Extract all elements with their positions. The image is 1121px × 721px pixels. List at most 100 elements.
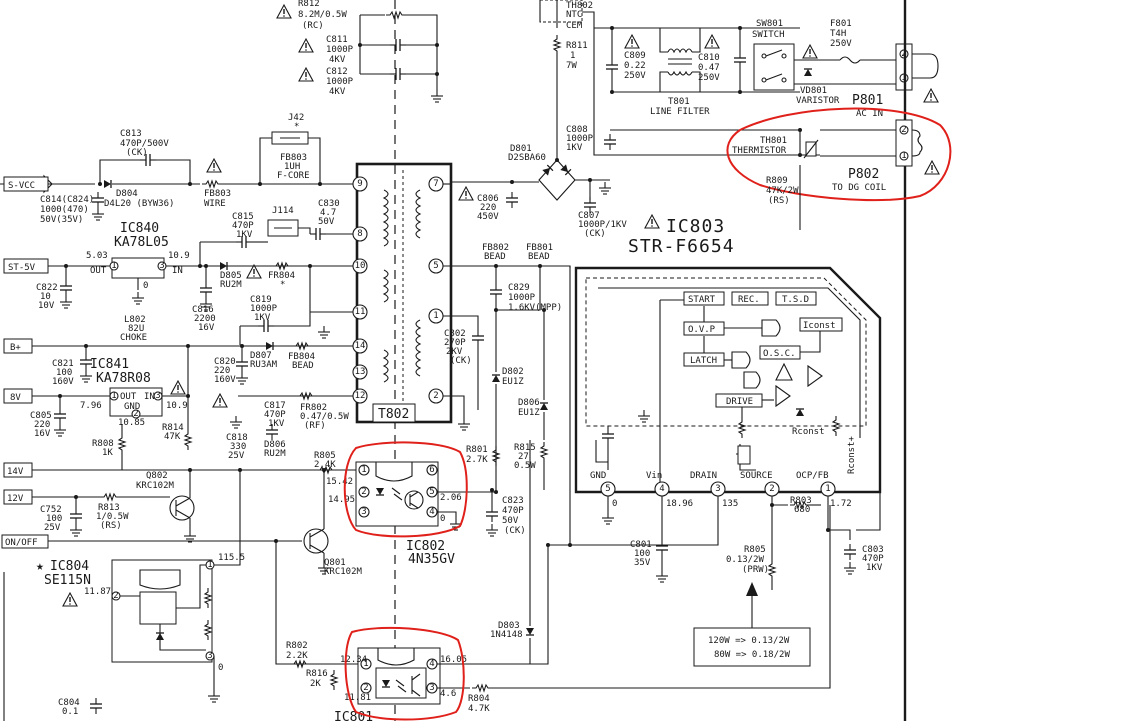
line-filter-coil-icon — [667, 48, 693, 76]
ic803-pin5-num: 5 — [605, 484, 610, 494]
c818-val2: 25V — [228, 451, 245, 461]
c823-val1: 470P — [502, 506, 524, 516]
ic803-pin4-voltage: 18.96 — [666, 499, 693, 509]
c818-val1: 330 — [230, 442, 246, 452]
ic802-pin1: 1 — [361, 465, 366, 475]
d804-ref: D804 — [116, 189, 138, 199]
c817-val2: 1KV — [268, 419, 285, 429]
c822-ref: C822 — [36, 283, 58, 293]
ic803-pin1-name: OCP/FB — [796, 471, 829, 481]
c804-ref: C804 — [58, 698, 80, 708]
c809-val1: 0.22 — [624, 61, 646, 71]
c823-ref: C823 — [502, 496, 524, 506]
ic801-pin2-voltage: 11.81 — [344, 693, 371, 703]
d803-ref: D803 — [498, 621, 520, 631]
ic802-pin6: 6 — [429, 465, 434, 475]
c823-val2: 50V — [502, 516, 519, 526]
ic801-pin1: 1 — [363, 659, 368, 669]
r808-ref: R808 — [92, 439, 114, 449]
r814-val: 47K — [164, 432, 181, 442]
t802-pin-left-3: 10 — [355, 261, 366, 271]
t802-pin-left-7: 12 — [355, 391, 366, 401]
c819-val1: 1000P — [250, 304, 278, 314]
c819-ref: C819 — [250, 295, 272, 305]
svg-text:1: 1 — [111, 391, 116, 401]
c829-val1: 1000P — [508, 293, 536, 303]
r816-val: 2K — [310, 679, 321, 689]
c810-val2: 250V — [698, 73, 720, 83]
ic803-pin3-num: 3 — [715, 484, 720, 494]
r811-val2: 7W — [566, 61, 577, 71]
c803-val1: 470P — [862, 554, 884, 564]
r809-ref: R809 — [766, 176, 788, 186]
r801-val: 2.7K — [466, 455, 488, 465]
fr802-val: 0.47/0.5W — [300, 412, 349, 422]
d807-ref: D807 — [250, 351, 272, 361]
t802-pin-right-3: 1 — [433, 311, 438, 321]
c802-val2: 2KV — [446, 347, 463, 357]
ic803-block-drive: DRIVE — [726, 397, 753, 407]
r811-ref: R811 — [566, 41, 588, 51]
l802-name: CHOKE — [120, 333, 147, 343]
c813-note: (CK) — [126, 148, 148, 158]
ic803-block-rconst-plus: Rconst+ — [847, 435, 857, 474]
r809-val: 47K/2W — [766, 186, 799, 196]
r802-val: 2.2K — [286, 651, 308, 661]
d802-ref: D802 — [502, 367, 524, 377]
f801-ref: F801 — [830, 19, 852, 29]
ic802-pin2: 2 — [361, 487, 366, 497]
c815-ref: C815 — [232, 212, 254, 222]
p802-pin2: 2 — [901, 125, 906, 135]
d806-ref: D806 — [264, 440, 286, 450]
c816-ref: C816 — [192, 305, 214, 315]
svcc-label: S-VCC — [8, 181, 35, 191]
ic802-ref: IC802 — [406, 539, 445, 554]
r802-ref: R802 — [286, 641, 308, 651]
r805l-ref: R805 — [314, 451, 336, 461]
j42-star: * — [294, 122, 299, 132]
c802-ref: C802 — [444, 329, 466, 339]
q801-part: KRC102M — [324, 567, 363, 577]
d806b-ref: D806 — [518, 398, 540, 408]
c815-val1: 470P — [232, 221, 254, 231]
r803-val: 680 — [794, 505, 810, 515]
sw801-name: SWITCH — [752, 30, 785, 40]
t802-pin-right-1: 7 — [433, 179, 438, 189]
c807-val: 1000P/1KV — [578, 220, 627, 230]
r813-note: (RS) — [100, 521, 122, 531]
c817-val1: 470P — [264, 410, 286, 420]
d801-part: D2SBA60 — [508, 153, 546, 163]
svg-text:3: 3 — [207, 651, 212, 661]
d802-part: EU1Z — [502, 377, 524, 387]
r811-val1: 1 — [570, 51, 575, 61]
c829-ref: C829 — [508, 283, 530, 293]
ic801-pin4: 4 — [429, 659, 434, 669]
ic803-pin1-voltage: 1.72 — [830, 499, 852, 509]
c752-val1: 100 — [46, 514, 62, 524]
fr804-ref: FR804 — [268, 271, 295, 281]
c802-note: (CK) — [450, 356, 472, 366]
d804-part: D4L20 (BYW36) — [104, 199, 174, 209]
fb802-val: BEAD — [484, 252, 506, 262]
r812-value: 8.2M/0.5W — [298, 10, 347, 20]
r813-ref: R813 — [98, 503, 120, 513]
c813-ref: C813 — [120, 129, 142, 139]
fb804-ref: FB804 — [288, 352, 315, 362]
c801-val1: 100 — [634, 549, 650, 559]
c807-note: (CK) — [584, 229, 606, 239]
c820-val1: 220 — [214, 366, 230, 376]
c820-val2: 160V — [214, 375, 236, 385]
r814-ref: R814 — [162, 423, 184, 433]
p802-name: TO DG COIL — [832, 183, 886, 193]
fb804-val: BEAD — [292, 361, 314, 371]
d801-ref: D801 — [510, 144, 532, 154]
c810-ref: C810 — [698, 53, 720, 63]
th801-ref: TH801 — [760, 136, 787, 146]
c809-val2: 250V — [624, 71, 646, 81]
ic801-pin4-voltage: 16.05 — [440, 655, 467, 665]
c821-val1: 100 — [56, 368, 72, 378]
q802-transistor-icon — [169, 495, 195, 521]
ic802-pin5: 5 — [429, 487, 434, 497]
q801-transistor-icon — [303, 528, 329, 554]
fr802-note: (RF) — [304, 421, 326, 431]
